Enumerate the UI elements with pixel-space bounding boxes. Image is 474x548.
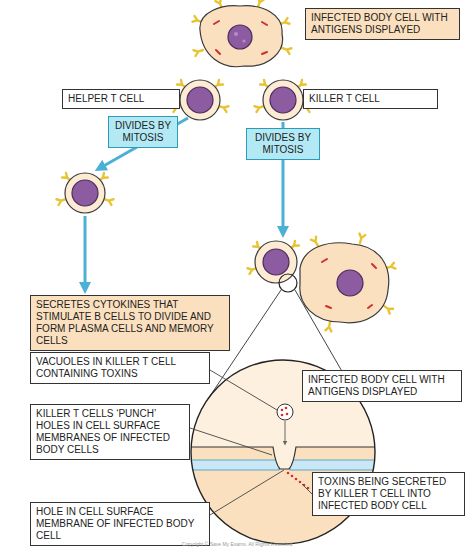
label-box: KILLER T CELL (303, 89, 438, 109)
helper-t-cell (57, 173, 114, 213)
label-text: DIVIDES BY MITOSIS (114, 120, 172, 144)
label-text: TOXINS BEING SECRETED BY KILLER T CELL I… (318, 476, 459, 512)
label-text: SECRETES CYTOKINES THAT STIMULATE B CELL… (36, 299, 224, 347)
label-box: KILLER T CELLS ‘PUNCH’ HOLES IN CELL SUR… (30, 404, 190, 460)
leader-line (190, 428, 272, 455)
label-box: INFECTED BODY CELL WITH ANTIGENS DISPLAY… (305, 8, 460, 40)
label-box: VACUOLES IN KILLER T CELL CONTAINING TOX… (30, 352, 210, 384)
label-box: TOXINS BEING SECRETED BY KILLER T CELL I… (312, 472, 465, 516)
process-box: DIVIDES BY MITOSIS (108, 116, 178, 148)
label-text: HOLE IN CELL SURFACE MEMBRANE OF INFECTE… (36, 506, 204, 542)
killer-t-cell (248, 241, 299, 283)
label-box: HOLE IN CELL SURFACE MEMBRANE OF INFECTE… (30, 502, 210, 546)
label-text: KILLER T CELLS ‘PUNCH’ HOLES IN CELL SUR… (36, 408, 184, 456)
label-text: KILLER T CELL (309, 93, 432, 105)
leader-line (302, 484, 312, 494)
label-text: INFECTED BODY CELL WITH ANTIGENS DISPLAY… (308, 374, 456, 398)
label-text: VACUOLES IN KILLER T CELL CONTAINING TOX… (36, 356, 204, 380)
leader-line (210, 370, 277, 410)
label-box: INFECTED BODY CELL WITH ANTIGENS DISPLAY… (302, 370, 462, 402)
label-text: INFECTED BODY CELL WITH ANTIGENS DISPLAY… (311, 12, 454, 36)
label-text: HELPER T CELL (68, 93, 174, 105)
label-box: HELPER T CELL (62, 89, 180, 109)
process-arrow (84, 216, 87, 288)
infected-cell (193, 0, 292, 67)
helper-t-cell (172, 80, 229, 120)
result-box: SECRETES CYTOKINES THAT STIMULATE B CELL… (30, 295, 230, 351)
zoom-circle (279, 274, 297, 292)
copyright-note: Copyright © Save My Exams. All Rights Re… (0, 541, 474, 547)
label-text: DIVIDES BY MITOSIS (252, 132, 314, 156)
infected-cell (300, 234, 396, 332)
leader-line (210, 470, 284, 515)
process-box: DIVIDES BY MITOSIS (246, 128, 320, 160)
